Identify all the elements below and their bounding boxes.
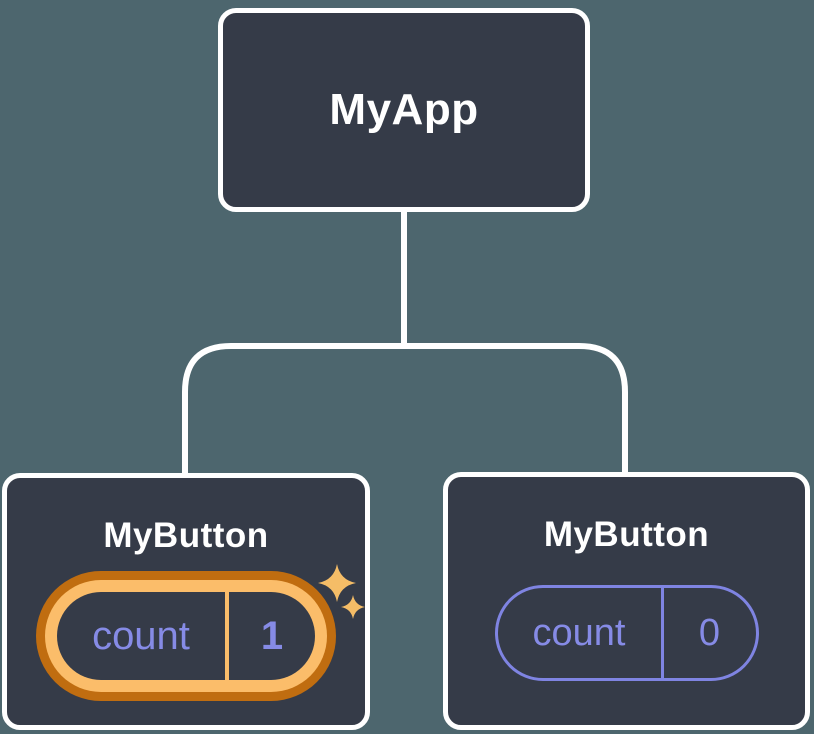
tree-node-myapp: MyApp [218,8,590,212]
sparkle-icon-large [318,564,356,602]
state-value: 0 [698,611,721,654]
state-pill-highlighted: count 1 [36,571,336,701]
state-pill-plain: count 0 [494,585,759,681]
node-title: MyApp [329,85,479,134]
tree-node-mybutton-idle: MyButton count 0 [443,472,810,730]
pill-divider [225,592,229,680]
pill-divider [660,588,664,678]
node-title: MyButton [103,516,269,555]
node-title: MyButton [543,515,710,554]
tree-node-mybutton-active: MyButton count 1 [2,473,370,730]
sparkle-icon-small [341,595,365,619]
connector-bracket [182,343,628,476]
state-value: 1 [260,613,284,658]
state-key: count [532,611,626,654]
state-key: count [92,613,190,658]
